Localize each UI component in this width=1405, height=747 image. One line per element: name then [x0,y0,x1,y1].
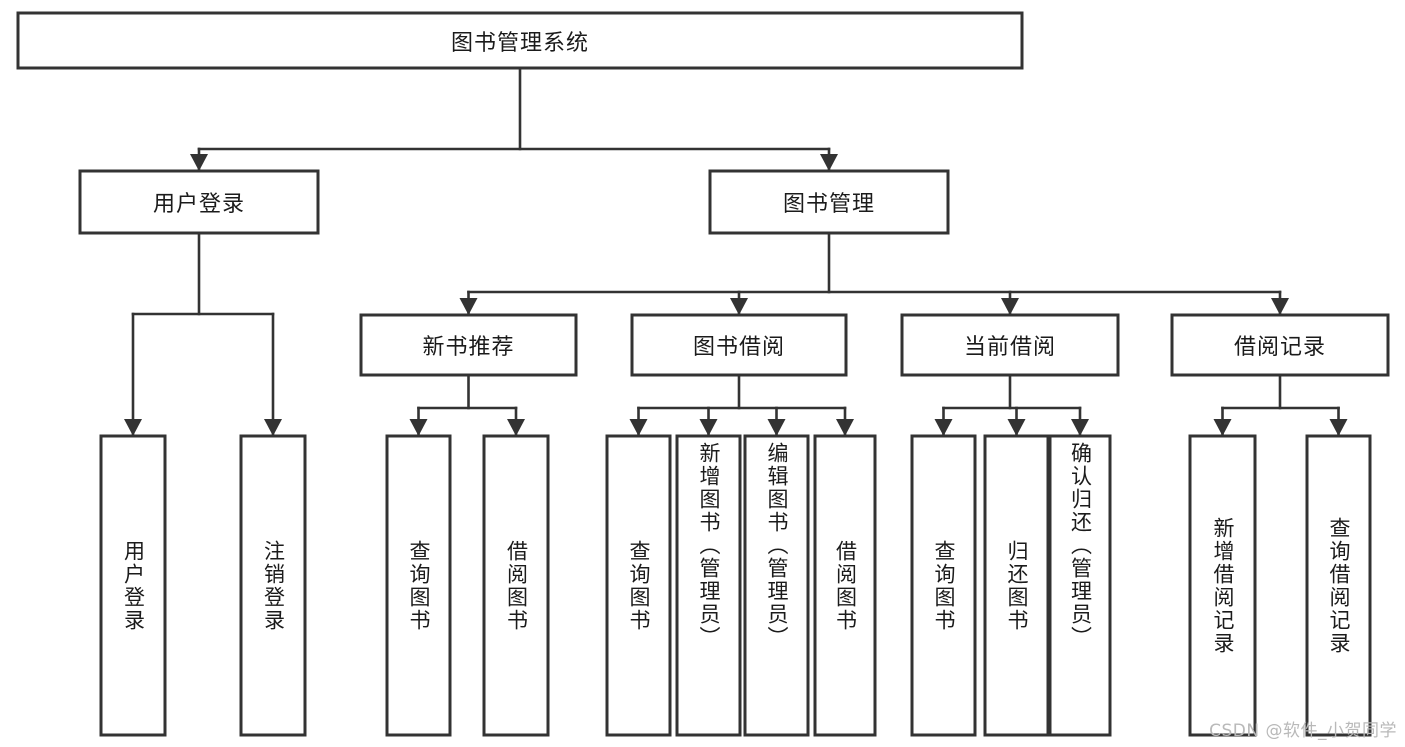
arrow-head-n-current-borrow [1001,298,1019,315]
arrow-head-l-query-book-2 [629,419,648,436]
arrow-head-l-query-record [1329,419,1348,436]
node-box-l-borrow-book-2[interactable] [813,434,877,737]
arrow-head-l-borrow-book-1 [507,419,525,436]
arrow-head-n-borrow-record [1271,298,1289,315]
node-box-n-book-manage[interactable] [708,169,950,235]
node-box-l-add-book[interactable] [675,434,742,737]
node-box-l-add-record[interactable] [1188,434,1257,737]
node-box-l-logout[interactable] [239,434,307,737]
node-box-n-new-book-rec[interactable] [359,313,578,377]
node-box-l-return-book[interactable] [983,434,1050,737]
node-box-l-confirm-return[interactable] [1048,434,1112,737]
arrow-head-l-return-book [1007,419,1026,436]
arrow-head-n-book-manage [820,154,838,171]
node-box-n-book-borrow[interactable] [630,313,848,377]
arrow-head-l-query-book-3 [934,419,953,436]
arrow-head-l-query-book-1 [409,419,428,436]
arrow-head-l-user-login [124,419,142,436]
node-box-l-borrow-book-1[interactable] [482,434,550,737]
node-box-l-query-book-3[interactable] [910,434,977,737]
arrow-head-l-logout [264,419,282,436]
node-box-l-query-record[interactable] [1305,434,1372,737]
arrow-head-n-user-login [190,154,208,171]
node-box-n-borrow-record[interactable] [1170,313,1390,377]
node-box-l-edit-book[interactable] [743,434,810,737]
arrow-head-l-confirm-return [1071,419,1089,436]
node-box-l-user-login[interactable] [99,434,167,737]
edge-layer [124,66,1348,438]
arrow-head-n-book-borrow [730,298,748,315]
node-box-root[interactable] [16,11,1024,70]
arrow-head-l-borrow-book-2 [836,419,854,436]
arrow-head-l-add-record [1213,419,1232,436]
watermark-text: CSDN @软件_小贺同学 [1209,721,1397,741]
node-box-layer [16,11,1390,737]
arrow-head-l-edit-book [767,419,786,436]
node-box-l-query-book-1[interactable] [385,434,452,737]
node-box-n-current-borrow[interactable] [900,313,1120,377]
arrow-head-l-add-book [699,419,718,436]
node-box-n-user-login[interactable] [78,169,320,235]
node-box-l-query-book-2[interactable] [605,434,672,737]
arrow-head-n-new-book-rec [459,298,478,315]
